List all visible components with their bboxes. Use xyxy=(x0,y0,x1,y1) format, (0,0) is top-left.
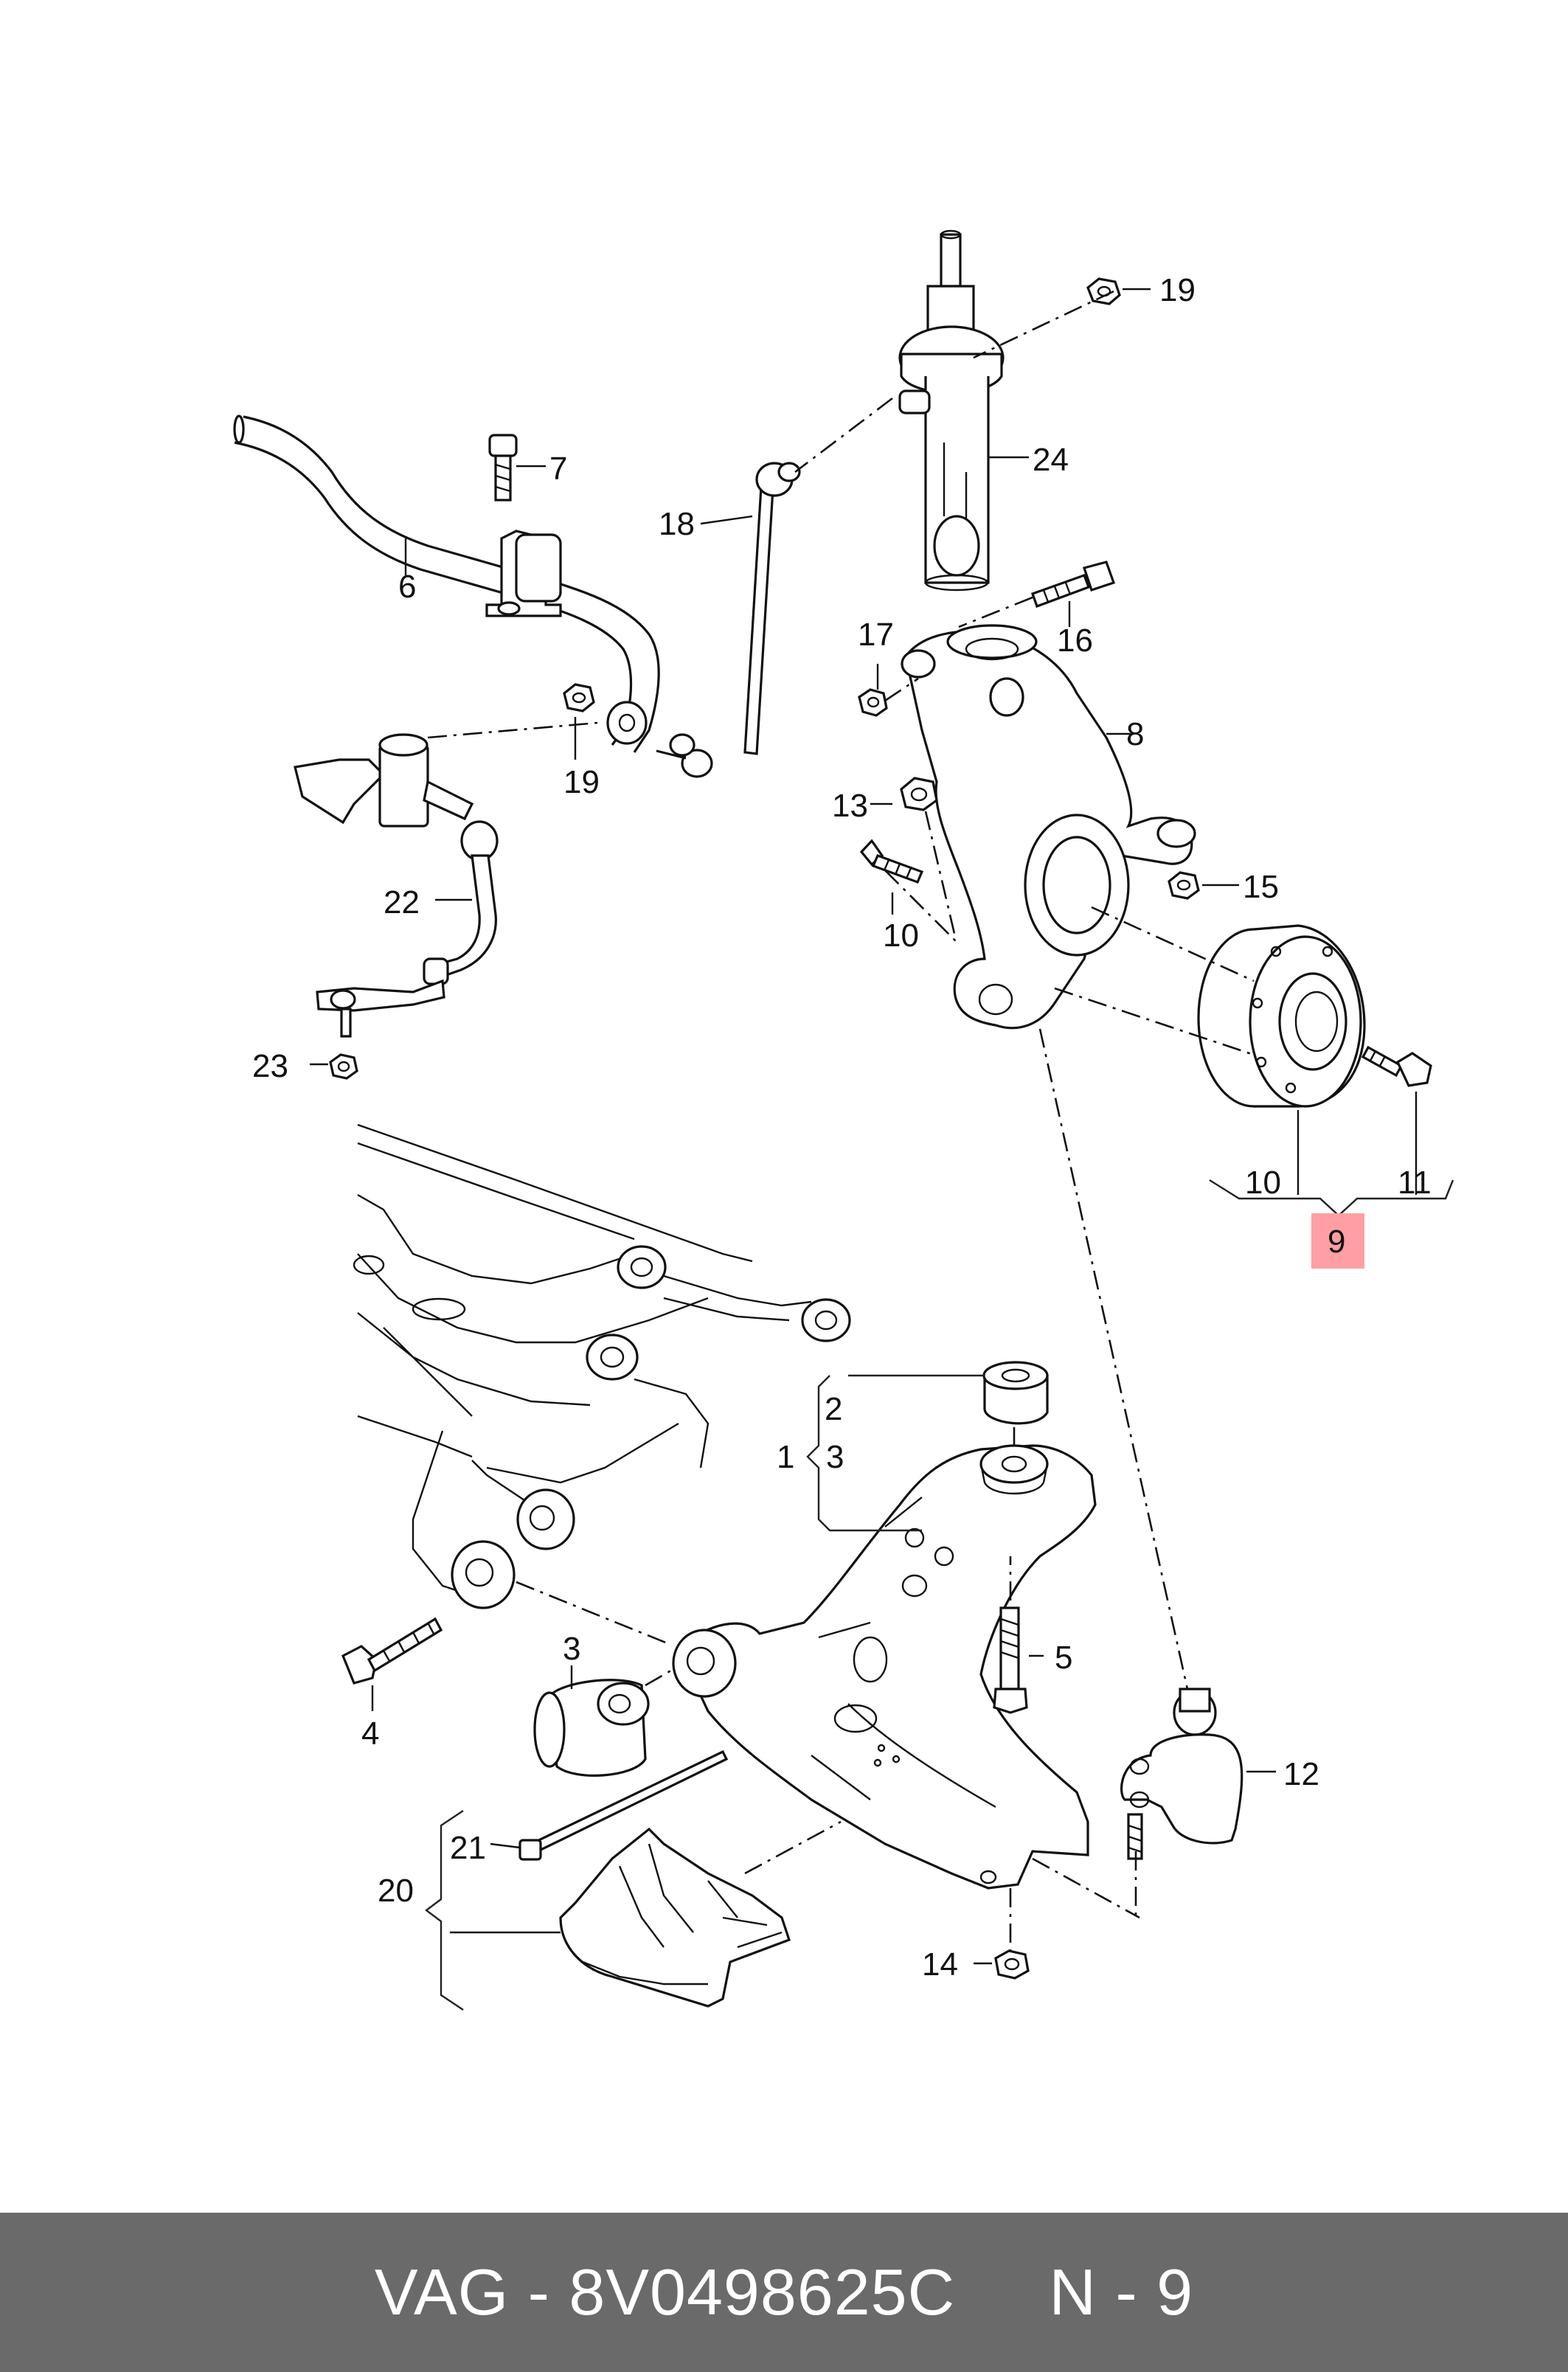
cover-20 xyxy=(559,1827,791,2008)
callout-14: 14 xyxy=(922,1946,958,1983)
subframe xyxy=(353,1123,851,1609)
callout-13: 13 xyxy=(832,788,868,824)
bolt-10-knuckle xyxy=(859,839,924,884)
callout-17: 17 xyxy=(858,617,894,653)
nut-19-lower xyxy=(563,683,595,712)
callout-24: 24 xyxy=(1033,442,1069,478)
level-sender-bracket-22 xyxy=(294,733,499,1038)
callout-5: 5 xyxy=(1055,1640,1072,1676)
nut-23 xyxy=(329,1053,358,1080)
callout-18: 18 xyxy=(659,506,695,542)
callout-16: 16 xyxy=(1057,623,1093,659)
nut-17 xyxy=(858,688,888,717)
nut-19-upper xyxy=(1086,277,1121,305)
bushing-2 xyxy=(982,1361,1049,1425)
wheel-hub-9 xyxy=(1197,924,1366,1108)
callout-numbers: 19 24 7 6 18 17 16 8 19 13 15 10 22 23 1… xyxy=(252,272,1432,1983)
callout-19-lower: 19 xyxy=(563,764,600,800)
callout-23: 23 xyxy=(252,1048,288,1084)
callout-10-lower: 10 xyxy=(1245,1165,1281,1201)
stabilizer-bar xyxy=(233,415,660,753)
callout-6: 6 xyxy=(398,569,416,605)
callout-10-upper: 10 xyxy=(883,918,919,954)
coupling-rod-18 xyxy=(656,462,801,778)
stabilizer-bushing-clamp xyxy=(485,530,562,617)
callout-2: 2 xyxy=(825,1391,842,1427)
callout-15: 15 xyxy=(1243,869,1279,905)
callout-21: 21 xyxy=(450,1830,486,1866)
callout-3-upper: 3 xyxy=(826,1439,844,1475)
callout-1: 1 xyxy=(777,1439,794,1475)
callout-3-lower: 3 xyxy=(563,1631,580,1667)
callout-12: 12 xyxy=(1283,1756,1319,1792)
nut-15 xyxy=(1168,871,1200,900)
callout-8: 8 xyxy=(1126,716,1144,752)
bushing-3-upper xyxy=(979,1444,1049,1495)
bolt-7 xyxy=(488,434,518,502)
part-number-text: VAG - 8V0498625C N - 9 xyxy=(374,2255,1194,2328)
cable-tie-21 xyxy=(518,1749,729,1861)
callout-20: 20 xyxy=(378,1873,414,1909)
callout-19-upper: 19 xyxy=(1159,272,1196,308)
highlight-box-9 xyxy=(1311,1213,1364,1269)
wheel-bearing-housing-8 xyxy=(901,624,1196,1030)
shock-absorber-24 xyxy=(898,229,1005,592)
callout-4: 4 xyxy=(361,1716,379,1752)
callout-9: 9 xyxy=(1328,1224,1345,1260)
nut-13 xyxy=(900,777,938,811)
nut-14 xyxy=(994,1949,1030,1980)
callout-11: 11 xyxy=(1398,1165,1432,1201)
bolt-16 xyxy=(1030,561,1116,608)
bolt-5 xyxy=(993,1606,1028,1714)
bushing-3-lower xyxy=(533,1679,650,1777)
callout-22: 22 xyxy=(384,884,420,920)
stabilizer-link-lower-joint xyxy=(606,701,648,745)
callout-7: 7 xyxy=(549,451,567,487)
bolt-11 xyxy=(1361,1045,1432,1087)
bolt-4 xyxy=(341,1617,443,1685)
exploded-suspension-diagram: 19 24 7 6 18 17 16 8 19 13 15 10 22 23 1… xyxy=(233,229,1454,2011)
control-arm-1 xyxy=(672,1444,1097,1890)
assembly-lines xyxy=(427,290,1255,1951)
part-number-footer: VAG - 8V0498625C N - 9 xyxy=(0,2213,1568,2372)
ball-joint-12 xyxy=(1120,1688,1243,1860)
